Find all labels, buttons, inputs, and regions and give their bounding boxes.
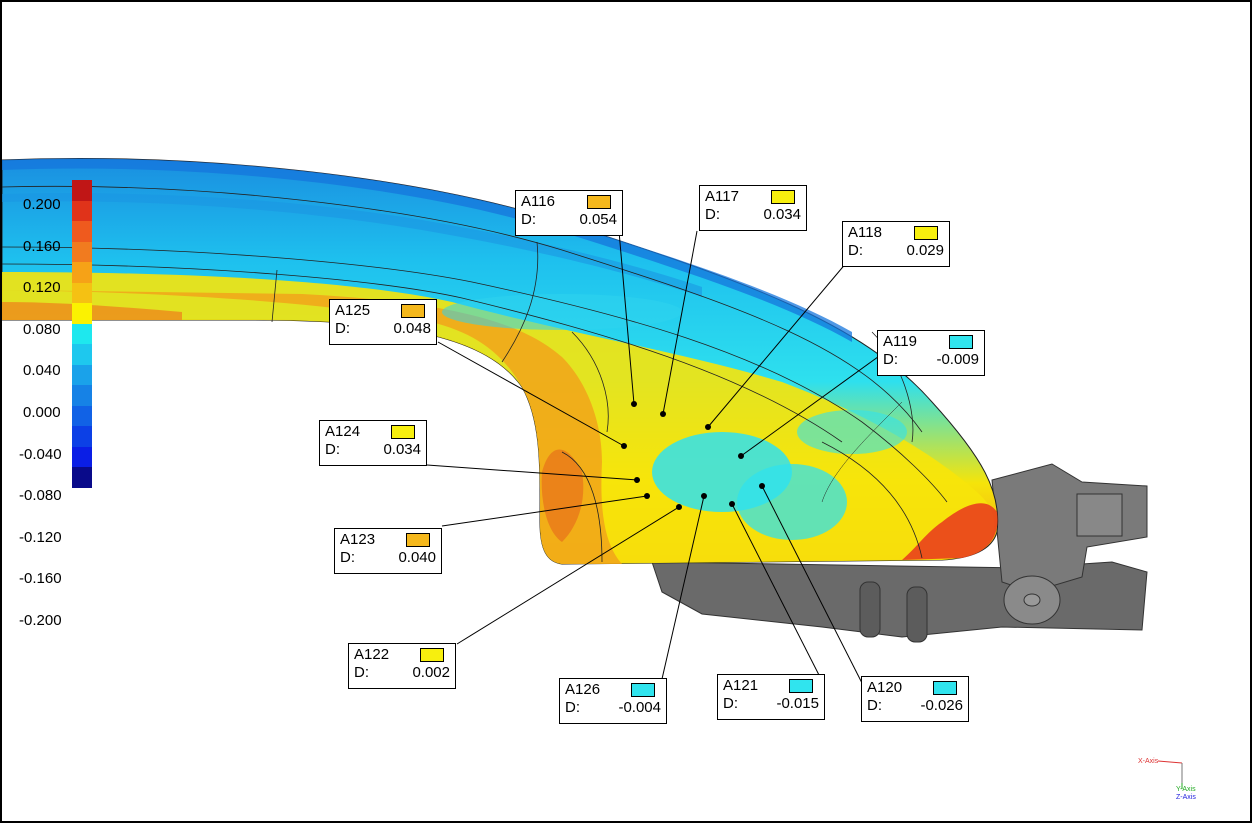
deviation-label: D: xyxy=(521,211,536,228)
deviation-swatch xyxy=(406,533,430,547)
annotation-id: A116 xyxy=(521,193,555,210)
scale-segment xyxy=(72,180,92,201)
y-axis-label: Y-Axis xyxy=(1176,786,1196,793)
color-scale-bar xyxy=(72,180,92,488)
annotation-a116[interactable]: A116 D: 0.054 xyxy=(515,190,623,236)
deviation-value: -0.009 xyxy=(936,351,979,368)
scale-tick-label: 0.160 xyxy=(23,237,61,255)
annotation-a117[interactable]: A117 D: 0.034 xyxy=(699,185,807,231)
scale-tick-label: 0.120 xyxy=(23,279,61,297)
deviation-label: D: xyxy=(325,441,340,458)
deviation-label: D: xyxy=(867,697,882,714)
annotation-a125[interactable]: A125 D: 0.048 xyxy=(329,299,437,345)
scale-segment xyxy=(72,467,92,488)
deviation-label: D: xyxy=(335,320,350,337)
deviation-value: -0.026 xyxy=(920,697,963,714)
deviation-label: D: xyxy=(340,549,355,566)
z-axis-label: Z-Axis xyxy=(1176,794,1196,801)
leader-lines xyxy=(426,230,883,686)
scale-tick-label: -0.160 xyxy=(19,570,62,588)
scale-segment xyxy=(72,364,92,385)
annotation-id: A122 xyxy=(354,646,390,663)
deviation-label: D: xyxy=(705,206,720,223)
deviation-label: D: xyxy=(848,242,863,259)
scale-segment xyxy=(72,282,92,303)
deviation-value: 0.034 xyxy=(763,206,801,223)
deviation-swatch xyxy=(401,304,425,318)
deviation-value: 0.029 xyxy=(906,242,944,259)
scale-tick-label: 0.040 xyxy=(23,362,61,380)
deviation-swatch xyxy=(420,648,444,662)
scale-tick-label: 0.200 xyxy=(23,196,61,213)
annotation-id: A125 xyxy=(335,302,371,319)
measure-points xyxy=(621,401,765,510)
annotation-id: A117 xyxy=(705,188,739,205)
scale-tick-label: 0.080 xyxy=(23,320,61,338)
scale-tick-label: -0.120 xyxy=(19,528,62,546)
annotation-a122[interactable]: A122 D: 0.002 xyxy=(348,643,456,689)
deviation-value: -0.015 xyxy=(776,695,819,712)
annotation-a126[interactable]: A126 D: -0.004 xyxy=(559,678,667,724)
deviation-value: 0.040 xyxy=(398,549,436,566)
deviation-swatch xyxy=(771,190,795,204)
scale-segment xyxy=(72,200,92,221)
x-axis-label: X-Axis xyxy=(1138,758,1159,765)
scale-tick-label: -0.200 xyxy=(19,612,62,629)
deviation-swatch xyxy=(949,335,973,349)
deviation-swatch xyxy=(391,425,415,439)
scale-segment xyxy=(72,221,92,242)
scale-tick-label: -0.080 xyxy=(19,487,62,505)
annotation-a124[interactable]: A124 D: 0.034 xyxy=(319,420,427,466)
scale-tick-label: -0.040 xyxy=(19,445,62,463)
annotation-id: A123 xyxy=(340,531,376,548)
annotation-id: A126 xyxy=(565,681,601,698)
axis-triad: X-Axis Y-Axis Z-Axis xyxy=(1138,755,1208,807)
scale-segment xyxy=(72,262,92,283)
scale-segment xyxy=(72,426,92,447)
scale-segment xyxy=(72,344,92,365)
annotation-id: A120 xyxy=(867,679,903,696)
annotation-a119[interactable]: A119 D: -0.009 xyxy=(877,330,985,376)
deviation-value: 0.054 xyxy=(579,211,617,228)
deviation-label: D: xyxy=(723,695,738,712)
deviation-swatch xyxy=(789,679,813,693)
deviation-value: -0.004 xyxy=(618,699,661,716)
annotation-a118[interactable]: A118 D: 0.029 xyxy=(842,221,950,267)
heatmap-surface xyxy=(2,158,999,565)
scale-segment xyxy=(72,385,92,406)
annotation-a121[interactable]: A121 D: -0.015 xyxy=(717,674,825,720)
scale-segment xyxy=(72,405,92,426)
deviation-label: D: xyxy=(565,699,580,716)
deviation-value: 0.002 xyxy=(412,664,450,681)
axis-triad-icon: X-Axis Y-Axis Z-Axis xyxy=(1138,758,1196,801)
scale-segment xyxy=(72,323,92,344)
annotation-id: A119 xyxy=(883,333,917,350)
gray-bracket xyxy=(651,463,1148,643)
annotation-id: A124 xyxy=(325,423,361,440)
annotation-id: A118 xyxy=(848,224,882,241)
scale-segment xyxy=(72,241,92,262)
annotation-a120[interactable]: A120 D: -0.026 xyxy=(861,676,969,722)
scale-segment xyxy=(72,446,92,467)
scale-tick-label: 0.000 xyxy=(23,404,61,421)
deviation-swatch xyxy=(914,226,938,240)
deviation-swatch xyxy=(933,681,957,695)
annotation-id: A121 xyxy=(723,677,759,694)
deviation-swatch xyxy=(631,683,655,697)
deviation-label: D: xyxy=(883,351,898,368)
deviation-value: 0.048 xyxy=(393,320,431,337)
deviation-label: D: xyxy=(354,664,369,681)
annotation-a123[interactable]: A123 D: 0.040 xyxy=(334,528,442,574)
scale-segment xyxy=(72,303,92,324)
deviation-value: 0.034 xyxy=(383,441,421,458)
deviation-swatch xyxy=(587,195,611,209)
